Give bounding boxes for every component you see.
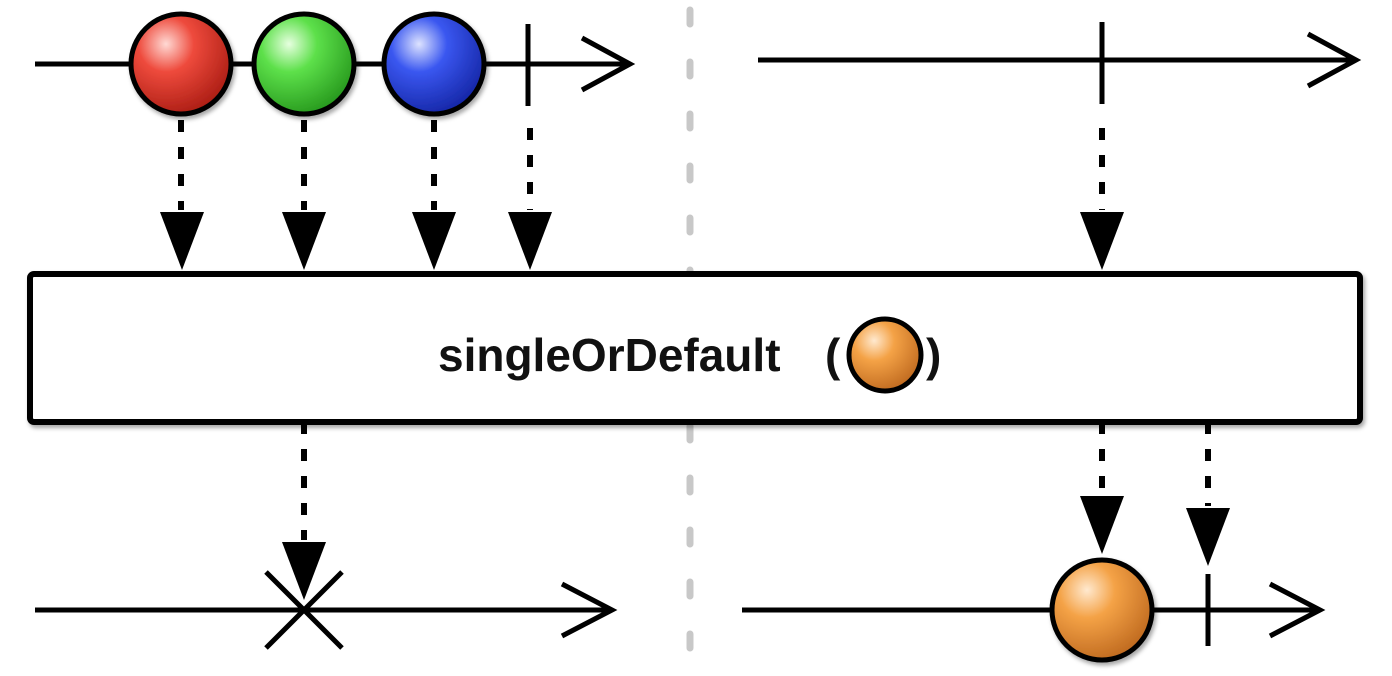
arrowhead [282, 542, 326, 600]
operator-box [27, 271, 1363, 425]
green-marble [251, 11, 357, 117]
right-source-timeline [758, 22, 1362, 104]
arrowhead [508, 212, 552, 270]
operator-name: singleOrDefault [438, 329, 781, 381]
right-output-arrows [1099, 422, 1211, 506]
operator-open-paren: ( [825, 329, 841, 381]
left-input-arrowheads [160, 212, 552, 270]
arrowhead [1080, 212, 1124, 270]
right-output-timeline [742, 574, 1326, 646]
arrowhead [1080, 496, 1124, 554]
left-output-timeline [35, 581, 618, 639]
left-input-arrows [178, 120, 533, 210]
arrowhead [412, 212, 456, 270]
operator-close-paren: ) [926, 329, 941, 381]
timeline-arrowhead [1306, 31, 1362, 89]
timeline-arrowhead [1268, 581, 1326, 639]
arrowhead [282, 212, 326, 270]
error-x-icon [264, 570, 344, 650]
timeline-arrowhead [580, 35, 636, 93]
orange-output-marble [1049, 557, 1155, 663]
arrowhead [1186, 508, 1230, 566]
red-marble [128, 11, 234, 117]
blue-marble [381, 11, 487, 117]
timeline-arrowhead [560, 581, 618, 639]
arrowhead [160, 212, 204, 270]
default-value-marble [846, 316, 924, 394]
